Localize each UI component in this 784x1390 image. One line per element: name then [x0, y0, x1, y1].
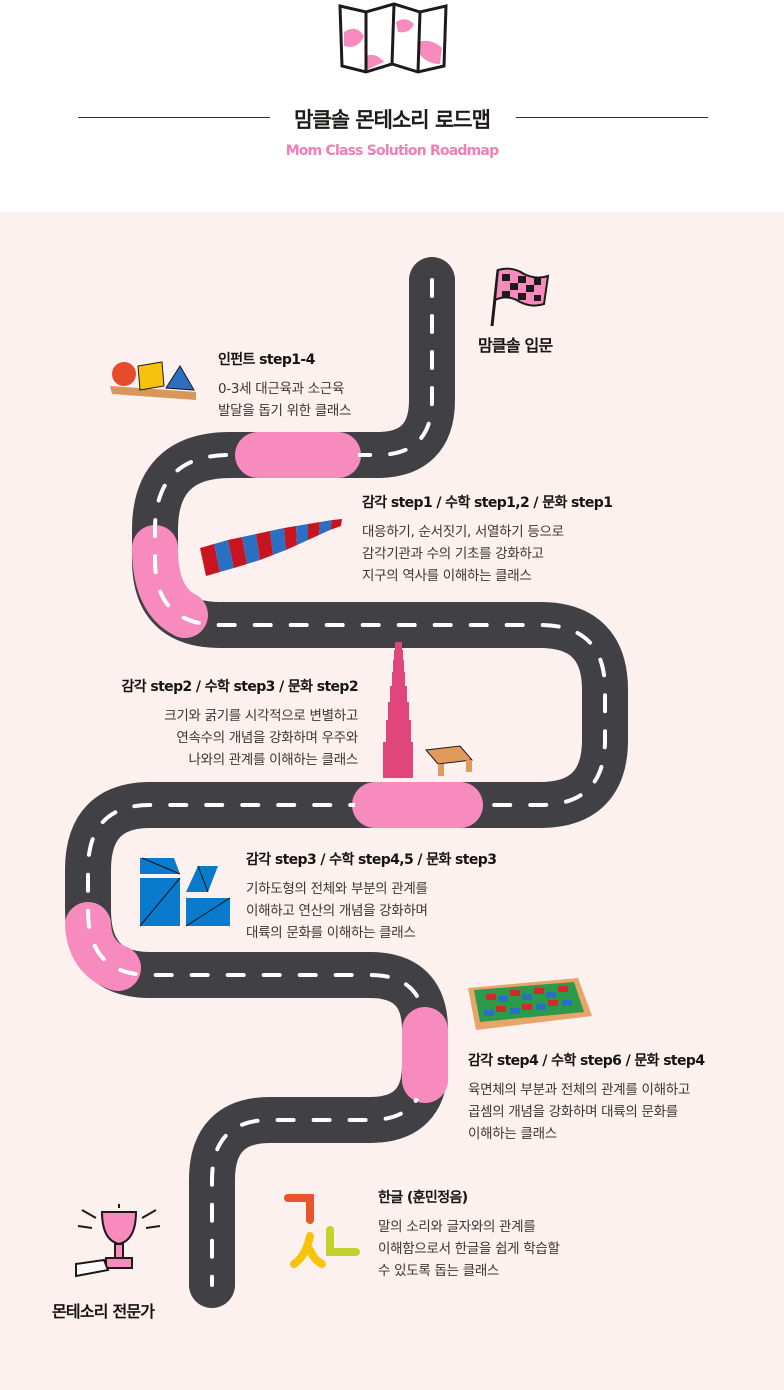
step-description-line: 육면체의 부분과 전체의 관계를 이해하고 [468, 1082, 691, 1098]
step-1: 인펀트 step1-4 0-3세 대근육과 소근육 발달을 돕기 위한 클래스 [218, 349, 351, 422]
step-title: 감각 step3 / 수학 step4,5 / 문화 step3 [246, 852, 497, 868]
map-icon [338, 2, 448, 74]
page-title: 맘클솔 몬테소리 로드맵 [294, 108, 491, 132]
step-description-line: 이해하는 클래스 [468, 1126, 557, 1142]
step-description-line: 연속수의 개념을 강화하며 우주와 [176, 730, 358, 746]
hangul-letters-icon [284, 1194, 360, 1268]
step-title: 인펀트 step1-4 [218, 352, 315, 368]
step-description-line: 대응하기, 순서짓기, 서열하기 등으로 [362, 524, 564, 540]
step-description-line: 감각기관과 수의 기초를 강화하고 [362, 546, 544, 562]
step-title: 감각 step4 / 수학 step6 / 문화 step4 [468, 1053, 705, 1069]
title-divider-left [78, 117, 270, 118]
step-3: 감각 step2 / 수학 step3 / 문화 step2 크기와 굵기를 시… [121, 676, 359, 771]
step-6: 한글 (훈민정음) 말의 소리와 글자와의 관계를 이해함으로서 한글을 쉽게 … [378, 1187, 560, 1282]
trophy-icon [75, 1204, 161, 1278]
step-4: 감각 step3 / 수학 step4,5 / 문화 step3 기하도형의 전… [246, 849, 497, 944]
title-divider-right [516, 117, 708, 118]
step-description-line: 말의 소리와 글자와의 관계를 [378, 1219, 536, 1235]
step-description-line: 나와의 관계를 이해하는 클래스 [188, 752, 358, 768]
geometric-solids-icon [110, 361, 196, 400]
step-description-line: 대륙의 문화를 이해하는 클래스 [246, 925, 416, 941]
step-title: 감각 step1 / 수학 step1,2 / 문화 step1 [362, 495, 613, 511]
start-label: 맘클솔 입문 [478, 336, 553, 355]
step-description-line: 크기와 굵기를 시각적으로 변별하고 [164, 708, 358, 724]
step-title: 한글 (훈민정음) [378, 1190, 468, 1206]
checkered-flag-icon [490, 267, 550, 327]
step-description-line: 기하도형의 전체와 부분의 관계를 [246, 881, 428, 897]
step-2: 감각 step1 / 수학 step1,2 / 문화 step1 대응하기, 순… [362, 492, 613, 587]
step-5: 감각 step4 / 수학 step6 / 문화 step4 육면체의 부분과 … [468, 1050, 705, 1145]
constructive-triangles-icon [139, 857, 231, 927]
step-description-line: 0-3세 대근육과 소근육 [218, 381, 345, 397]
step-title: 감각 step2 / 수학 step3 / 문화 step2 [121, 679, 359, 695]
step-description-line: 발달을 돕기 위한 클래스 [218, 403, 352, 419]
end-label: 몬테소리 전문가 [52, 1302, 155, 1321]
number-rods-icon [200, 519, 342, 576]
step-description-line: 지구의 역사를 이해하는 클래스 [362, 568, 532, 584]
pink-tower-icon [383, 642, 473, 778]
step-description-line: 수 있도록 돕는 클래스 [378, 1263, 500, 1279]
step-description-line: 곱셈의 개념을 강화하며 대륙의 문화를 [468, 1104, 678, 1120]
checkerboard-icon [468, 978, 592, 1030]
step-description-line: 이해하고 연산의 개념을 강화하며 [246, 903, 428, 919]
step-description-line: 이해함으로서 한글을 쉽게 학습할 [378, 1241, 560, 1257]
page-subtitle: Mom Class Solution Roadmap [285, 143, 499, 159]
